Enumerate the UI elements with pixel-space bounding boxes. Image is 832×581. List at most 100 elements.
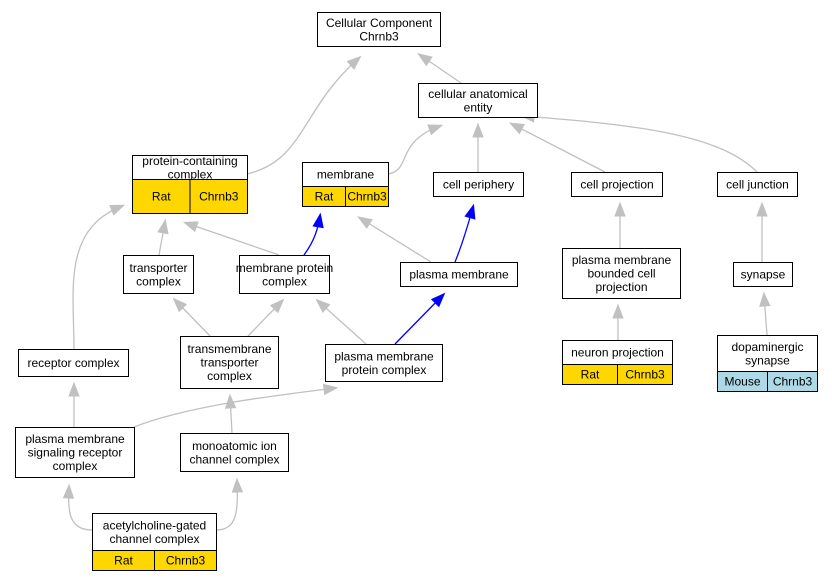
edge-arrowhead [357,216,373,229]
edge-plasma-membrane-bounded-cell-projection-to-cell-projection [614,201,626,248]
edge-arrowhead [612,303,624,319]
edge-line [359,217,432,263]
node-label: acetylcholine-gated [103,518,206,532]
gene-tag: Chrnb3 [347,190,387,204]
edge-transmembrane-transporter-complex-to-membrane-protein-complex [247,298,285,337]
node-cell-periphery[interactable]: cell periphery [433,172,524,197]
edge-cell-periphery-to-cellular-anatomical-entity [472,122,484,172]
node-box [239,255,330,294]
gene-tag: Chrnb3 [199,190,239,204]
node-box [325,344,443,382]
edge-line [133,387,336,428]
tag-cell [345,186,389,207]
node-box [15,427,135,478]
tag-cell [767,371,818,392]
node-label: membrane [317,168,375,182]
tag-cell [154,550,217,571]
node-label: transmembrane [187,342,271,356]
node-label: cell projection [580,178,653,192]
edge-arrowhead [756,201,768,217]
node-label: channel complex [109,532,199,546]
node-box [18,349,129,377]
edge-line [72,205,123,350]
node-label: bounded cell [587,267,655,281]
edge-arrowhead [62,483,75,499]
edge-membrane-protein-complex-to-protein-containing-complex [182,221,280,256]
node-label: signaling receptor [28,446,123,460]
node-box [180,433,289,472]
edge-monoatomic-ion-channel-complex-to-transmembrane-transporter-complex [224,393,237,434]
edge-line [387,125,441,175]
edge-acetylcholine-gated-channel-complex-to-monoatomic-ion-channel-complex [215,477,244,531]
edge-receptor-complex-to-protein-containing-complex [72,204,126,350]
edge-arrowhead [182,221,199,233]
node-label: plasma membrane [334,349,434,363]
edge-arrowhead [430,292,446,308]
node-cell-projection[interactable]: cell projection [571,172,663,197]
edge-arrowhead [614,201,626,217]
edge-transmembrane-transporter-complex-to-transporter-complex [172,297,211,337]
species-tag: Rat [315,190,334,204]
node-label: Chrnb3 [359,29,399,43]
node-receptor-complex[interactable]: receptor complex [18,349,129,377]
species-tag: Mouse [724,375,760,389]
node-label: plasma membrane [409,268,509,282]
edge-arrowhead [427,124,444,136]
node-box [433,172,524,197]
node-label: receptor complex [27,356,119,370]
node-label: complex [136,274,181,288]
edge-arrowhead [109,204,126,216]
node-label: cell periphery [443,178,514,192]
edge-plasma-membrane-protein-complex-to-plasma-membrane [394,292,446,345]
node-label: transporter [129,261,187,275]
node-label: membrane protein [236,261,333,275]
gene-tag: Chrnb3 [625,368,665,382]
edge-plasma-membrane-signaling-receptor-complex-to-receptor-complex [68,381,80,427]
edge-protein-containing-complex-to-cellular-component [246,55,362,175]
node-cell-junction[interactable]: cell junction [717,172,798,197]
edge-arrowhead [759,291,771,307]
node-plasma-membrane[interactable]: plasma membrane [400,262,518,287]
tag-cell [189,179,248,214]
edge-transporter-complex-to-protein-containing-complex [157,218,169,256]
node-label: cellular anatomical [428,87,527,101]
edge-cell-junction-to-cellular-anatomical-entity [519,111,758,173]
node-box [562,248,681,299]
node-box [733,262,793,287]
edge-synapse-to-cell-junction [756,201,768,262]
edge-arrowhead [346,55,362,70]
edge-arrowhead [68,381,80,397]
node-box [717,172,798,197]
node-label: protein-containing [142,154,237,168]
edge-arrowhead [157,218,169,235]
node-label: dopaminergic [731,340,803,354]
node-label: complex [168,167,213,181]
node-label: Cellular Component [326,16,433,30]
node-box [123,255,194,294]
species-tag: Rat [152,190,171,204]
node-label: transporter [200,356,258,370]
species-tag: Rat [114,554,133,568]
node-synapse[interactable]: synapse [733,262,793,287]
node-label: complex [207,369,252,383]
edge-cellular-anatomical-entity-to-cellular-component [417,53,462,84]
species-tag: Rat [581,368,600,382]
node-label: plasma membrane [25,432,125,446]
edge-plasma-membrane-to-cell-periphery [454,203,476,263]
